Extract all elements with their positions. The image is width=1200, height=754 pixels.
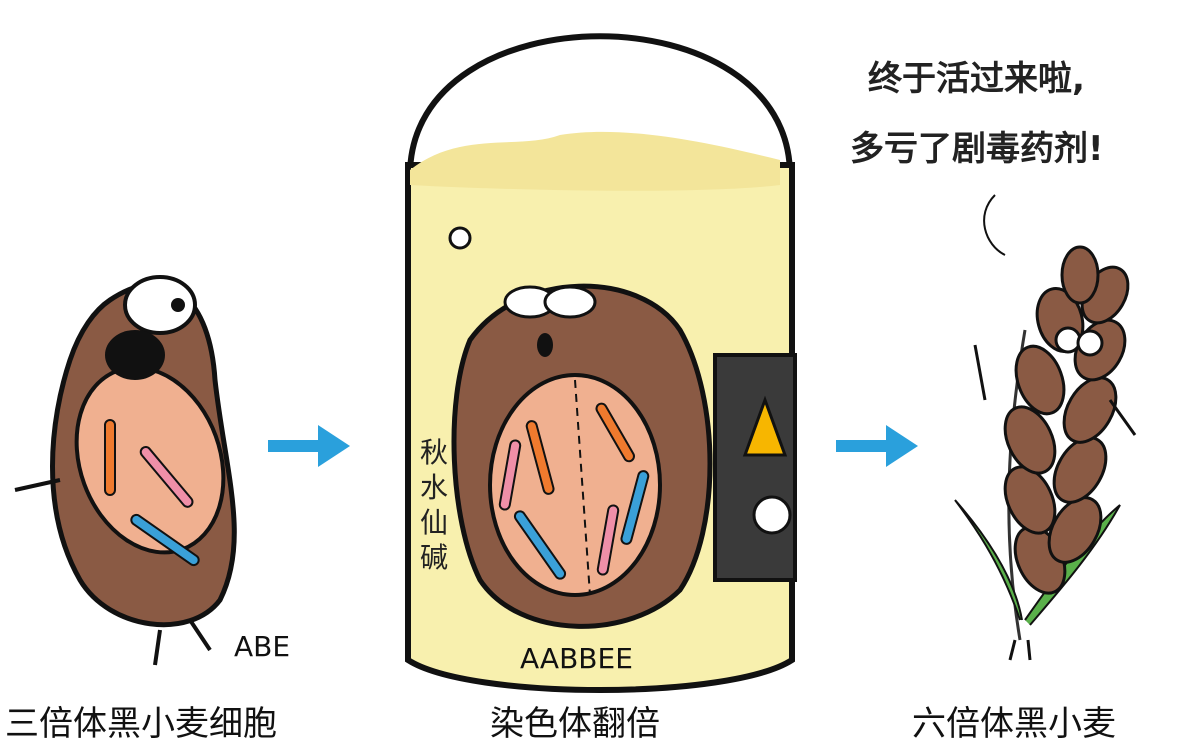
speech-line-1: 终于活过来啦, bbox=[868, 59, 1085, 99]
skull-icon bbox=[752, 495, 792, 535]
caption-chromosome-doubling: 染色体翻倍 bbox=[490, 704, 660, 744]
eye-icon bbox=[1076, 329, 1104, 357]
svg-text:水: 水 bbox=[420, 471, 448, 504]
svg-text:仙: 仙 bbox=[420, 506, 448, 539]
hexaploid-wheat bbox=[954, 245, 1137, 661]
genome-label-abe: ABE bbox=[234, 630, 290, 663]
colchicine-label: 秋 水 仙 碱 bbox=[420, 436, 448, 574]
warning-icon bbox=[742, 395, 788, 457]
caption-hexaploid-wheat: 六倍体黑小麦 bbox=[912, 704, 1116, 744]
arrow-right-icon bbox=[836, 425, 918, 467]
triploid-cell bbox=[14, 275, 237, 666]
arrow-right-icon bbox=[268, 425, 350, 467]
poison-label bbox=[713, 353, 797, 582]
mouth-icon bbox=[105, 330, 165, 380]
svg-text:碱: 碱 bbox=[420, 541, 448, 574]
eye-icon bbox=[1054, 326, 1082, 354]
caption-triploid-cell: 三倍体黑小麦细胞 bbox=[5, 704, 277, 744]
speech-line-2: 多亏了剧毒药剂! bbox=[850, 129, 1104, 169]
genome-label-aabbee: AABBEE bbox=[520, 642, 633, 675]
eye-icon bbox=[123, 275, 197, 335]
colchicine-bucket bbox=[405, 33, 797, 693]
svg-text:秋: 秋 bbox=[420, 436, 448, 469]
